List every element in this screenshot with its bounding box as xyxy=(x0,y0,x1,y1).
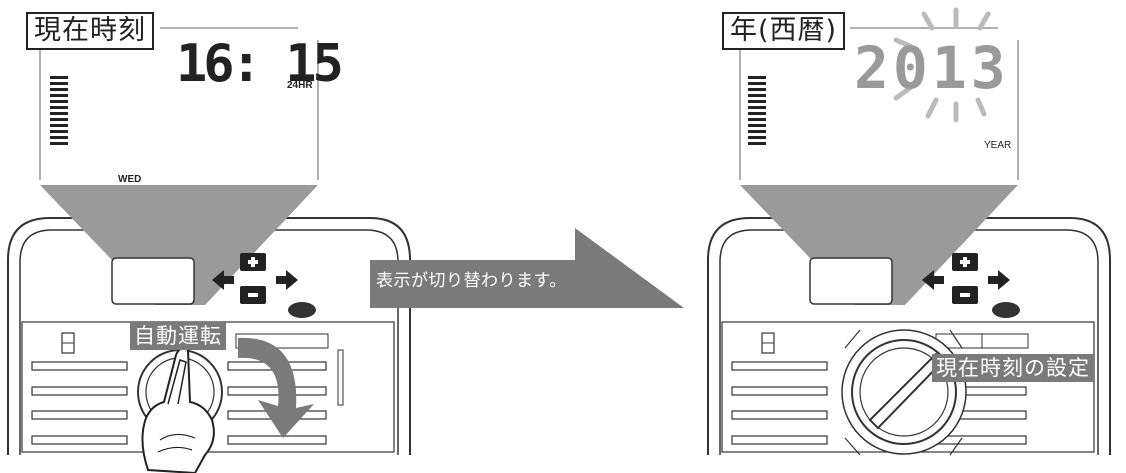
right-arrow-icon xyxy=(988,270,1010,290)
zone-bars-icon xyxy=(748,76,766,145)
plus-button-icon xyxy=(240,253,266,271)
year-unit-label: YEAR xyxy=(984,140,1012,151)
rotate-arrow-icon xyxy=(238,337,314,438)
left-arrow-icon xyxy=(922,270,944,290)
hour-mode-label: 24HR xyxy=(287,80,313,91)
lcd-time-readout: 16: 15 xyxy=(176,34,344,94)
transition-arrow: 表示が切り替わります。 xyxy=(370,228,690,318)
before-panel: 現在時刻 16: 15 24HR WED 自動運転 xyxy=(0,0,420,473)
year-title: 年(西暦) xyxy=(722,12,846,50)
lcd-year-readout: 2013 xyxy=(854,34,1010,102)
zone-bars-icon xyxy=(50,76,68,145)
set-current-time-callout: 現在時刻の設定 xyxy=(932,354,1094,382)
minus-button-icon xyxy=(952,286,978,304)
big-right-arrow-icon xyxy=(370,228,684,308)
controller-illustration-before xyxy=(7,27,411,473)
weekday-label: WED xyxy=(118,174,142,185)
after-panel: 年(西暦) 2013 YEAR 現在時刻の設定 xyxy=(700,0,1120,473)
left-arrow-icon xyxy=(212,270,234,290)
auto-run-callout: 自動運転 xyxy=(130,322,226,350)
prg-button-icon xyxy=(992,302,1020,318)
minus-button-icon xyxy=(240,286,266,304)
plus-button-icon xyxy=(952,253,978,271)
blink-rays-icon xyxy=(893,7,991,123)
prg-button-icon xyxy=(288,302,316,318)
transition-caption: 表示が切り替わります。 xyxy=(376,271,567,291)
right-arrow-icon xyxy=(276,270,298,290)
current-time-title: 現在時刻 xyxy=(26,12,154,50)
